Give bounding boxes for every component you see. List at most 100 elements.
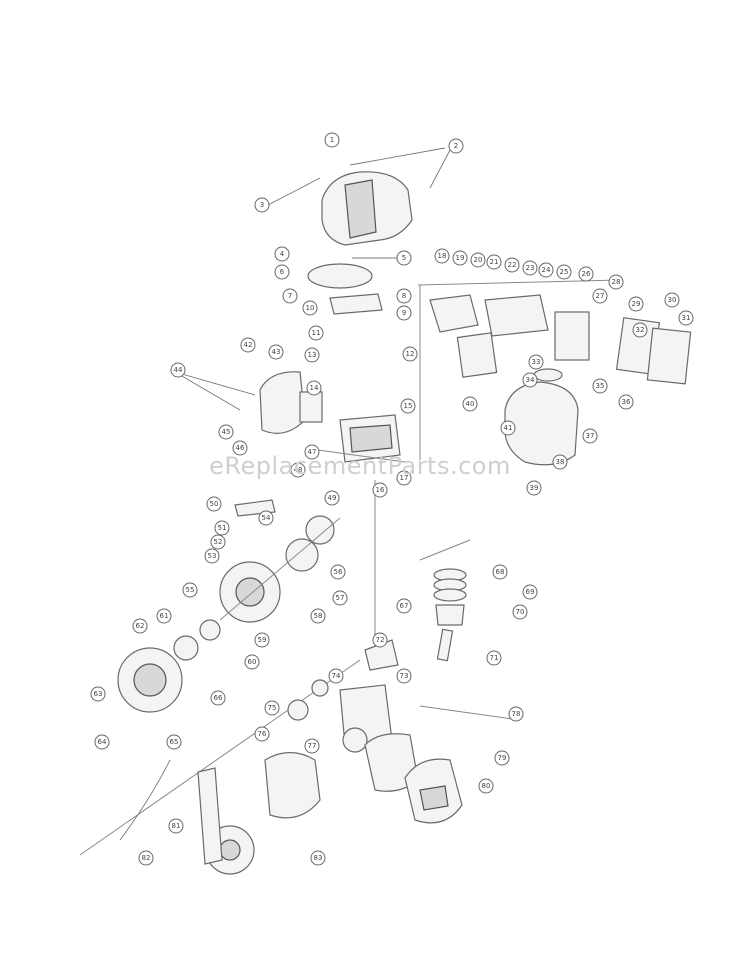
svg-text:54: 54 — [262, 514, 271, 522]
svg-text:41: 41 — [504, 424, 513, 432]
callout-53: 53 — [204, 548, 220, 564]
callout-34: 34 — [522, 372, 538, 388]
svg-text:8: 8 — [402, 292, 406, 300]
svg-text:16: 16 — [376, 486, 385, 494]
svg-text:32: 32 — [636, 326, 645, 334]
svg-text:10: 10 — [306, 304, 315, 312]
callout-24: 24 — [538, 262, 554, 278]
svg-text:75: 75 — [268, 704, 277, 712]
svg-text:39: 39 — [530, 484, 539, 492]
engine-cover-part — [267, 147, 451, 246]
callout-73: 73 — [396, 668, 412, 684]
svg-text:62: 62 — [136, 622, 145, 630]
callout-11: 11 — [308, 325, 324, 341]
svg-text:21: 21 — [490, 258, 499, 266]
svg-text:13: 13 — [308, 351, 317, 359]
callout-50: 50 — [206, 496, 222, 512]
svg-text:5: 5 — [402, 254, 406, 262]
svg-text:48: 48 — [294, 466, 303, 474]
svg-text:4: 4 — [280, 250, 285, 258]
svg-text:68: 68 — [496, 568, 505, 576]
callout-38: 38 — [552, 454, 568, 470]
callout-14: 14 — [306, 380, 322, 396]
callout-78: 78 — [508, 706, 524, 722]
callout-39: 39 — [526, 480, 542, 496]
svg-text:59: 59 — [258, 636, 267, 644]
callout-1: 1 — [324, 132, 340, 148]
callout-4: 4 — [274, 246, 290, 262]
svg-text:66: 66 — [214, 694, 223, 702]
callout-76: 76 — [254, 726, 270, 742]
svg-text:6: 6 — [280, 268, 285, 276]
svg-text:34: 34 — [526, 376, 535, 384]
callout-68: 68 — [492, 564, 508, 580]
svg-text:15: 15 — [404, 402, 413, 410]
svg-text:57: 57 — [336, 594, 345, 602]
svg-text:14: 14 — [310, 384, 319, 392]
svg-text:3: 3 — [260, 201, 264, 209]
callout-70: 70 — [512, 604, 528, 620]
callout-83: 83 — [310, 850, 326, 866]
callout-71: 71 — [486, 650, 502, 666]
svg-text:37: 37 — [586, 432, 595, 440]
callout-65: 65 — [166, 734, 182, 750]
callout-41: 41 — [500, 420, 516, 436]
svg-text:22: 22 — [508, 261, 517, 269]
svg-text:45: 45 — [222, 428, 231, 436]
callout-59: 59 — [254, 632, 270, 648]
callout-15: 15 — [400, 398, 416, 414]
svg-text:2: 2 — [454, 142, 458, 150]
svg-text:11: 11 — [312, 329, 321, 337]
piston-part — [419, 539, 471, 662]
svg-text:1: 1 — [330, 136, 334, 144]
callout-75: 75 — [264, 700, 280, 716]
callout-69: 69 — [522, 584, 538, 600]
callout-23: 23 — [522, 260, 538, 276]
svg-text:27: 27 — [596, 292, 605, 300]
svg-text:74: 74 — [332, 672, 341, 680]
callout-66: 66 — [210, 690, 226, 706]
callout-51: 51 — [214, 520, 230, 536]
svg-text:25: 25 — [560, 268, 569, 276]
svg-text:51: 51 — [218, 524, 227, 532]
callout-57: 57 — [332, 590, 348, 606]
svg-text:44: 44 — [174, 366, 183, 374]
svg-text:52: 52 — [214, 538, 223, 546]
svg-text:47: 47 — [308, 448, 317, 456]
svg-text:63: 63 — [94, 690, 103, 698]
svg-text:26: 26 — [582, 270, 591, 278]
svg-text:33: 33 — [532, 358, 541, 366]
svg-text:69: 69 — [526, 588, 535, 596]
svg-text:50: 50 — [210, 500, 219, 508]
callout-2: 2 — [448, 138, 464, 154]
callout-29: 29 — [628, 296, 644, 312]
callout-61: 61 — [156, 608, 172, 624]
callout-28: 28 — [608, 274, 624, 290]
svg-text:24: 24 — [542, 266, 551, 274]
svg-text:64: 64 — [98, 738, 107, 746]
callout-35: 35 — [592, 378, 608, 394]
callout-43: 43 — [268, 344, 284, 360]
callout-72: 72 — [372, 632, 388, 648]
callout-44: 44 — [170, 362, 186, 378]
callout-55: 55 — [182, 582, 198, 598]
callout-67: 67 — [396, 598, 412, 614]
callout-42: 42 — [240, 337, 256, 353]
svg-text:73: 73 — [400, 672, 409, 680]
callout-77: 77 — [304, 738, 320, 754]
callout-19: 19 — [452, 250, 468, 266]
svg-text:29: 29 — [632, 300, 641, 308]
callout-13: 13 — [304, 347, 320, 363]
callout-74: 74 — [328, 668, 344, 684]
callout-64: 64 — [94, 734, 110, 750]
callout-9: 9 — [396, 305, 412, 321]
svg-text:28: 28 — [612, 278, 621, 286]
svg-text:46: 46 — [236, 444, 245, 452]
svg-text:30: 30 — [668, 296, 677, 304]
callout-30: 30 — [664, 292, 680, 308]
svg-text:83: 83 — [314, 854, 323, 862]
svg-text:18: 18 — [438, 252, 447, 260]
callout-16: 16 — [372, 482, 388, 498]
